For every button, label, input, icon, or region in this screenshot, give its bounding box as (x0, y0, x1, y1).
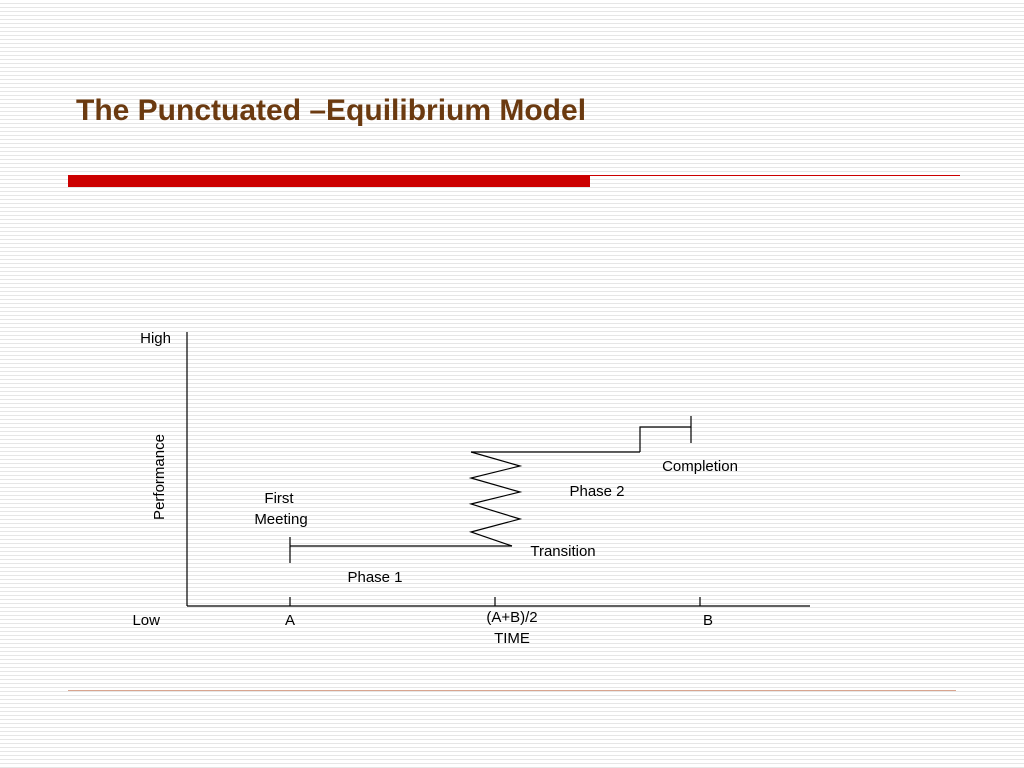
completion-label: Completion (662, 458, 738, 475)
slide-title: The Punctuated –Equilibrium Model (76, 94, 587, 127)
y-axis-title: Performance (151, 434, 168, 520)
x-tick-label-a: A (285, 612, 295, 629)
phase1-label: Phase 1 (347, 569, 402, 586)
x-tick-label-midpoint: (A+B)/2 (486, 609, 537, 626)
x-axis-title: TIME (494, 630, 530, 647)
first-meeting-label-line1: First (264, 490, 294, 507)
y-axis-low-label: Low (132, 612, 160, 629)
phase2-label: Phase 2 (569, 483, 624, 500)
title-underline-rule (590, 175, 960, 176)
transition-label: Transition (530, 543, 595, 560)
x-tick-label-b: B (703, 612, 713, 629)
completion-step (639, 426, 691, 452)
transition-zigzag (468, 451, 523, 547)
title-underline-bar (68, 175, 590, 187)
y-axis-high-label: High (140, 330, 171, 347)
first-meeting-label-line2: Meeting (254, 511, 307, 528)
footer-rule (68, 690, 956, 691)
